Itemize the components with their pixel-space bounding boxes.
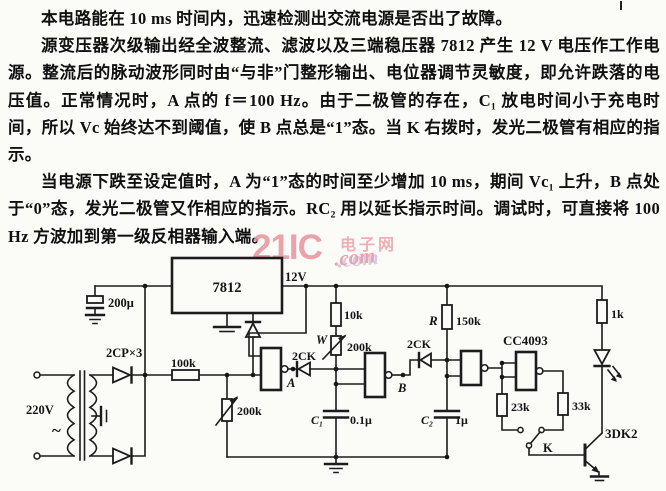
description-text: 本电路能在 10 ms 时间内，迅速检测出交流电源是否出了故障。 源变压器次级输… xyxy=(8,9,660,246)
r33k-label: 33k xyxy=(572,399,591,413)
watermark-cn-text: 电子网 xyxy=(340,237,398,254)
center-tap-ground xyxy=(91,405,108,427)
regulator-7812: 7812 xyxy=(94,256,284,333)
led-emission-arrows xyxy=(606,365,622,382)
pot1-label: 200k xyxy=(237,404,262,418)
pot2-w-label: W xyxy=(316,333,328,347)
rectifier-diodes: 2CP×3 xyxy=(106,346,146,465)
rail-voltage-label: 12V xyxy=(285,270,307,284)
regulator-label: 7812 xyxy=(213,280,242,296)
diode2-label: 2CK xyxy=(407,337,432,351)
nand-gate-1: A xyxy=(259,346,298,392)
ground-bus xyxy=(226,456,448,474)
rectifier-diodes-label: 2CP×3 xyxy=(106,346,142,360)
nand-gate-2: B xyxy=(363,351,406,399)
c1-value-label: 0.1μ xyxy=(350,413,372,427)
filter-capacitor: 200μ xyxy=(84,285,134,325)
led-branch: 1k xyxy=(592,299,624,434)
ic-label: CC4093 xyxy=(503,333,548,348)
scan-artifact-mark xyxy=(620,1,622,10)
pot2-value-label: 200k xyxy=(347,340,372,354)
filter-cap-label: 200μ xyxy=(108,296,134,310)
r-label: R xyxy=(428,313,438,328)
filter-diode xyxy=(244,312,262,376)
c2-value-label: 1μ xyxy=(455,413,468,427)
paragraph: 源变压器次级输出经全波整流、滤波以及三端稳压器 7812 产生 12 V 电压作… xyxy=(8,36,660,165)
c1-label: C₁ xyxy=(311,413,323,427)
node-b-label: B xyxy=(397,381,406,395)
r-value-label: 150k xyxy=(456,314,481,328)
nand-gate-4: CC4093 xyxy=(503,333,564,394)
circuit-diagram: 220V ~ 2CP×3 200μ xyxy=(26,256,638,482)
c2-label: C₂ xyxy=(421,413,433,427)
timing-network-c1: 2CK 10k W 200k C₁ 0.1μ xyxy=(292,285,372,458)
diode1-label: 2CK xyxy=(292,349,317,363)
supply-rail: 12V xyxy=(248,270,603,357)
ac-symbol: ~ xyxy=(52,421,61,440)
paragraph: 本电路能在 10 ms 时间内，迅速检测出交流电源是否出了故障。 xyxy=(41,9,513,28)
paragraph: 当电源下跌至设定值时，A 为“1”态的时间至少增加 10 ms，期间 Vc₁ 上… xyxy=(8,172,660,246)
switch-label: K xyxy=(543,441,553,455)
r23k-label: 23k xyxy=(511,400,530,414)
output-selector: 23k 33k K xyxy=(496,392,591,456)
nand-gate-3 xyxy=(459,349,517,395)
transistor-3dk2: 3DK2 xyxy=(583,426,638,482)
junction-dots xyxy=(142,283,505,460)
input-divider: 100k 200k xyxy=(144,285,262,458)
r1k-label: 1k xyxy=(611,307,624,321)
transistor-label: 3DK2 xyxy=(605,426,638,441)
mains-voltage-label: 220V xyxy=(26,403,54,417)
r10k-label: 10k xyxy=(344,308,363,322)
timing-network-c2: 2CK R 150k C₂ 1μ xyxy=(402,285,481,458)
input-resistor-label: 100k xyxy=(171,356,196,370)
node-a-label: A xyxy=(286,376,295,390)
power-transformer: 220V ~ xyxy=(26,370,114,461)
